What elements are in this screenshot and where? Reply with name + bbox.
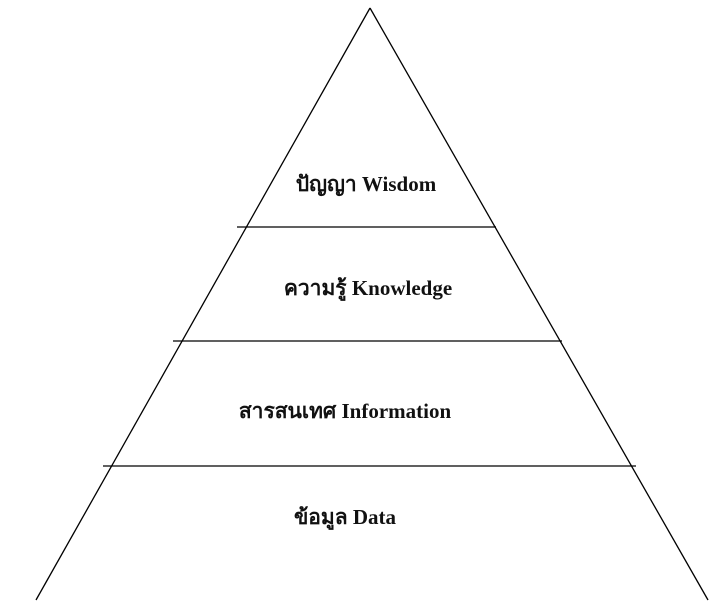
layer-label-information: สารสนเทศ Information <box>238 399 452 423</box>
layer-label-wisdom: ปัญญา Wisdom <box>295 172 437 196</box>
pyramid-right-edge <box>369 7 709 601</box>
pyramid-left-edge <box>35 7 371 601</box>
layer-label-data: ข้อมูล Data <box>293 505 397 529</box>
layer-label-knowledge: ความรู้ Knowledge <box>283 276 453 300</box>
